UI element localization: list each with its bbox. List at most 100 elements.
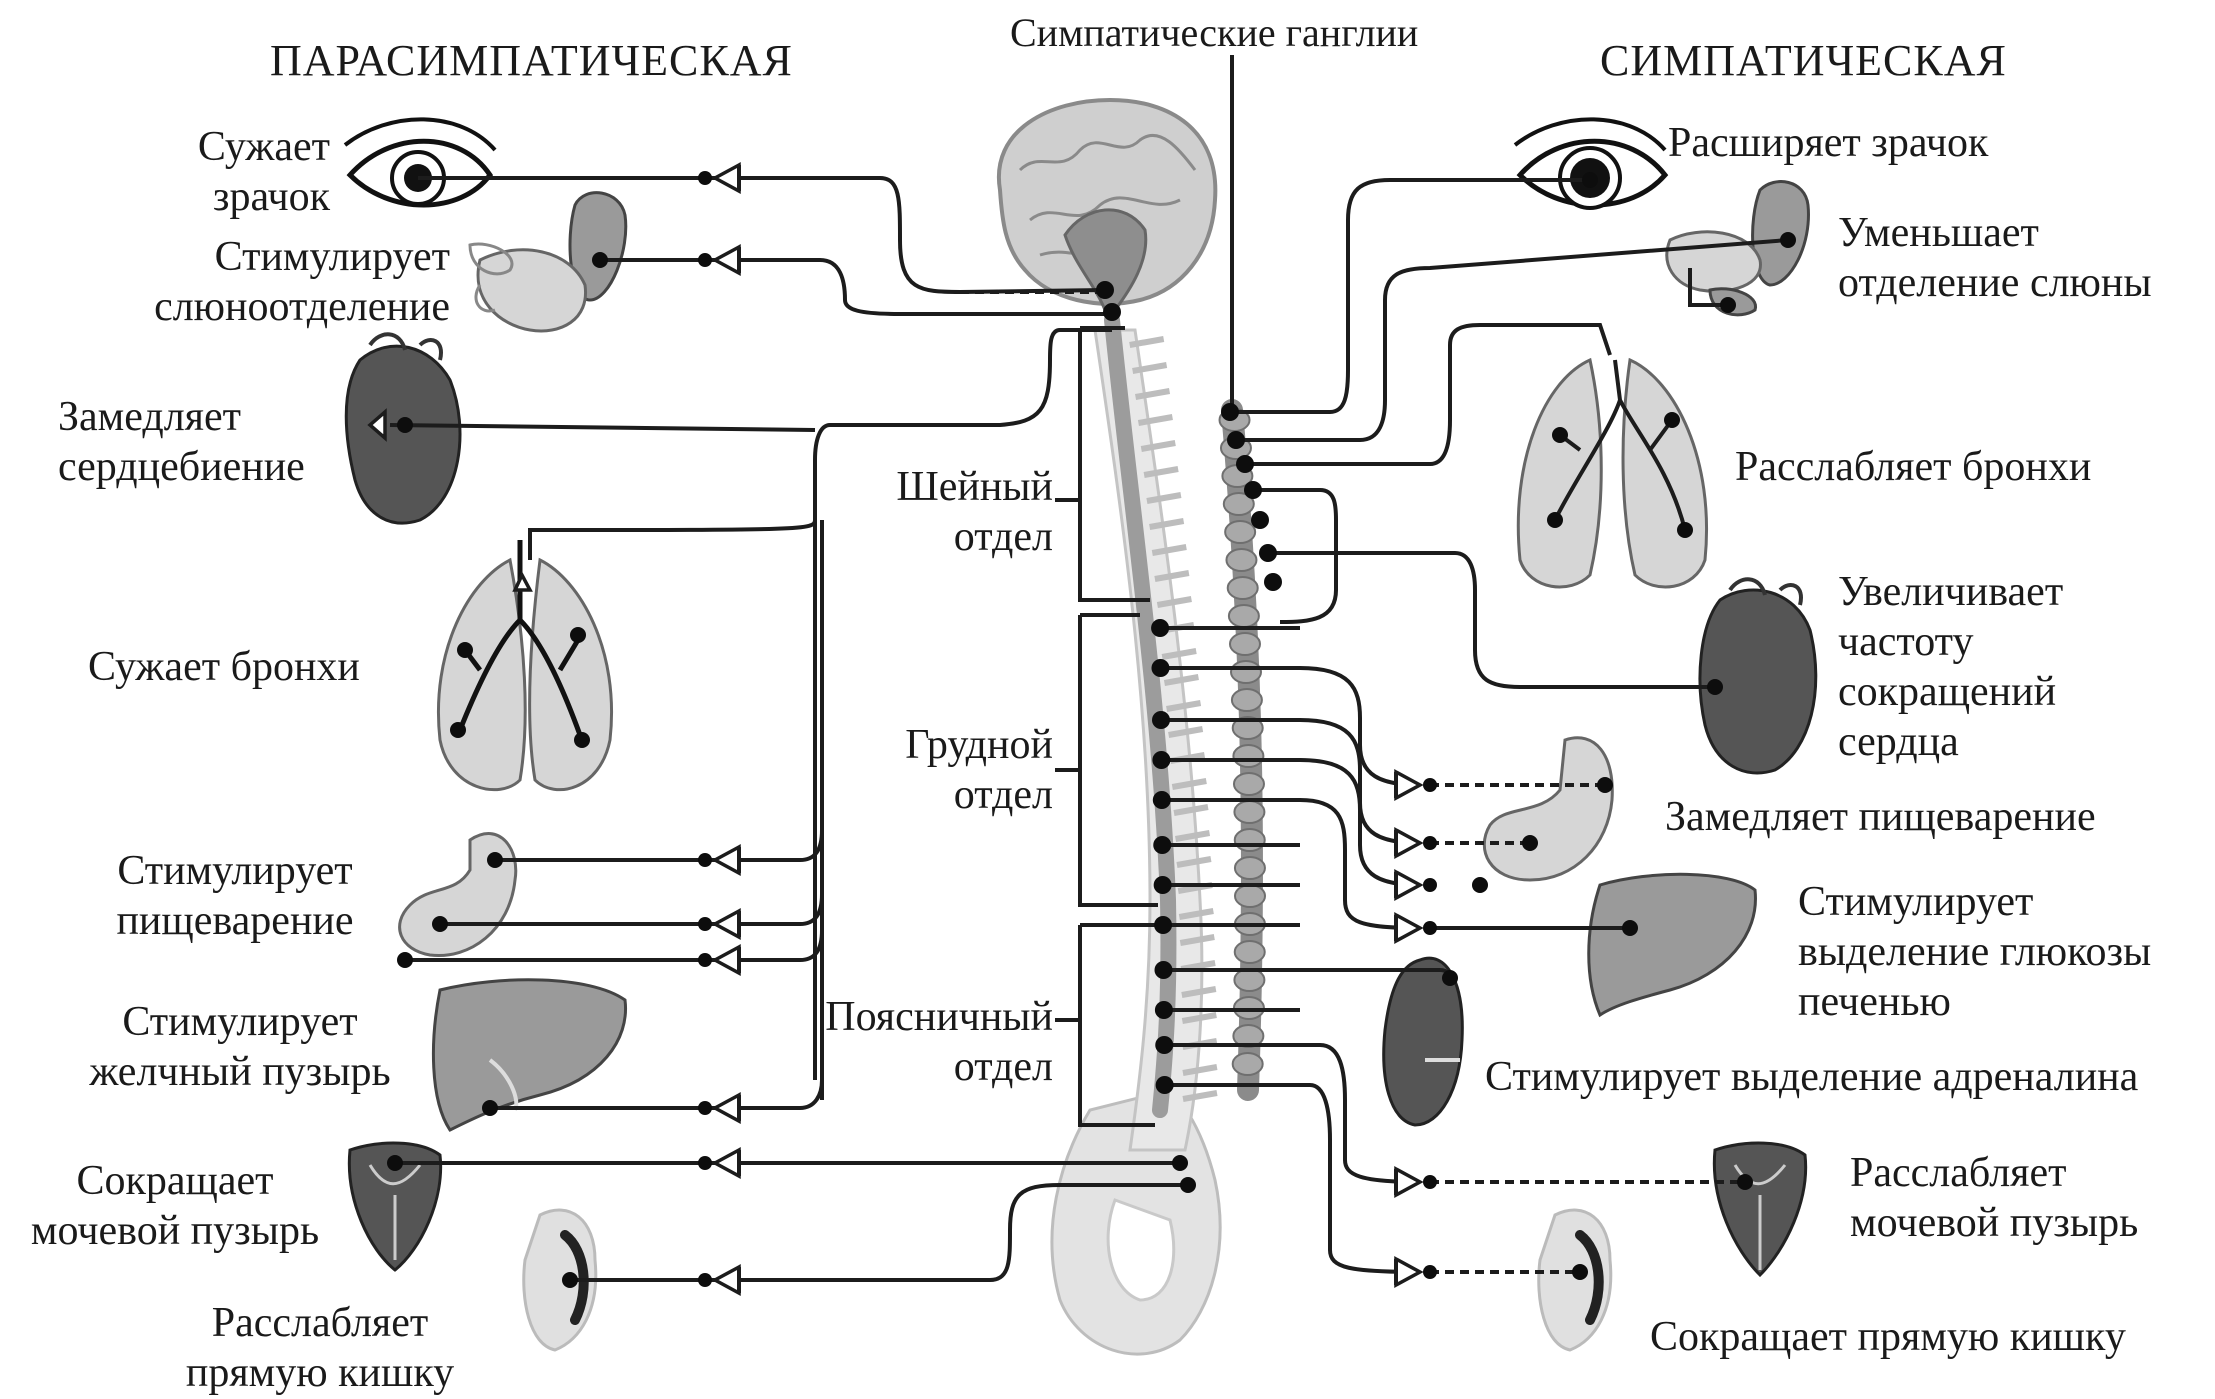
symp-stomach-target-1 xyxy=(1597,777,1613,793)
para-rectum-synapse-triangle xyxy=(715,1267,739,1293)
symp-bladder-target xyxy=(1737,1174,1753,1190)
para-digestion-synapse-1-triangle xyxy=(715,847,739,873)
spinal-column xyxy=(1095,320,1217,1150)
trunk-ganglion-4 xyxy=(1244,481,1262,499)
spinal-output-7 xyxy=(1154,876,1172,894)
symp-liver-synapse-dot xyxy=(1423,921,1437,935)
ganglion-bead-9 xyxy=(1230,633,1260,655)
right-saliva-label: Уменьшает отделение слюны xyxy=(1838,208,2152,308)
spinal-output-12 xyxy=(1156,1076,1174,1094)
symp-liver-synapse-triangle xyxy=(1396,915,1420,941)
right-heart-label: Увеличивает частоту сокращений сердца xyxy=(1838,567,2063,767)
right-stomach-icon xyxy=(1484,738,1612,880)
left-rectum-label: Расслабляет прямую кишку xyxy=(170,1298,470,1398)
right-bronchi-label: Расслабляет бронхи xyxy=(1735,442,2091,492)
brain xyxy=(999,100,1215,310)
symp-saliva-target-1 xyxy=(1780,232,1796,248)
right-lungs-icon xyxy=(1518,360,1706,587)
parasympathetic-header: ПАРАСИМПАТИЧЕСКАЯ xyxy=(270,35,793,86)
trunk-ganglion-6 xyxy=(1259,544,1277,562)
ganglion-bead-7 xyxy=(1228,577,1258,599)
symp-digestion-synapse-2-triangle xyxy=(1396,830,1420,856)
para-heart-target xyxy=(397,417,413,433)
spinal-output-3 xyxy=(1152,711,1170,729)
left-gallbladder-label: Стимулирует желчный пузырь xyxy=(40,997,440,1097)
para-saliva-target xyxy=(592,252,608,268)
ganglion-bead-13 xyxy=(1233,745,1263,767)
spinal-output-1 xyxy=(1151,619,1169,637)
trunk-ganglion-2 xyxy=(1227,431,1245,449)
sacral-nucleus-1 xyxy=(1172,1155,1188,1171)
left-bladder-label: Сокращает мочевой пузырь xyxy=(10,1156,340,1256)
right-bladder-label: Расслабляет мочевой пузырь xyxy=(1850,1148,2138,1248)
symp-rectum-synapse-triangle xyxy=(1396,1259,1420,1285)
symp-stomach-target-3 xyxy=(1472,877,1488,893)
para-lung-target-3 xyxy=(450,722,466,738)
symp-heart-target xyxy=(1707,679,1723,695)
ganglion-bead-5 xyxy=(1225,521,1255,543)
right-adrenaline-label: Стимулирует выделение адреналина xyxy=(1485,1052,2138,1102)
ganglion-bead-15 xyxy=(1234,801,1264,823)
symp-stomach-target-2 xyxy=(1522,835,1538,851)
right-rectum-icon xyxy=(1539,1210,1611,1350)
thoracic-section-label: Грудной отдел xyxy=(833,720,1053,820)
right-glucose-label: Стимулирует выделение глюкозы печенью xyxy=(1798,877,2151,1027)
symp-bladder-synapse-triangle xyxy=(1396,1169,1420,1195)
para-lung-target-2 xyxy=(570,627,586,643)
left-pupil-label: Сужает зрачок xyxy=(30,122,330,222)
symp-digestion-synapse-3-triangle xyxy=(1396,872,1420,898)
spinal-output-5 xyxy=(1153,791,1171,809)
para-digestion-synapse-3-triangle xyxy=(715,947,739,973)
para-gallbladder-target xyxy=(482,1100,498,1116)
trunk-ganglion-5 xyxy=(1251,511,1269,529)
ganglion-bead-24 xyxy=(1233,1053,1263,1075)
para-digestion-synapse-3-dot xyxy=(698,953,712,967)
para-eye-synapse-triangle xyxy=(715,165,739,191)
ganglion-bead-18 xyxy=(1235,885,1265,907)
brainstem-nucleus-2 xyxy=(1103,303,1121,321)
spinal-output-9 xyxy=(1155,961,1173,979)
para-digestion-pathway-1 xyxy=(495,830,822,860)
spinal-output-2 xyxy=(1151,659,1169,677)
para-stomach-target-3 xyxy=(397,952,413,968)
sympathetic-trunk xyxy=(1220,409,1265,1090)
sacral-nucleus-2 xyxy=(1180,1177,1196,1193)
para-gallbladder-synapse-dot xyxy=(698,1101,712,1115)
trunk-ganglion-3 xyxy=(1236,455,1254,473)
sympathetic-header: СИМПАТИЧЕСКАЯ xyxy=(1600,35,2007,86)
spinal-output-10 xyxy=(1155,1001,1173,1019)
spinal-output-8 xyxy=(1154,916,1172,934)
para-bladder-target xyxy=(387,1155,403,1171)
para-digestion-synapse-2-dot xyxy=(698,917,712,931)
para-lung-target-1 xyxy=(457,642,473,658)
right-liver-icon xyxy=(1589,874,1756,1015)
ganglion-bead-6 xyxy=(1226,549,1256,571)
ganglion-bead-11 xyxy=(1232,689,1262,711)
spinal-output-4 xyxy=(1152,751,1170,769)
symp-digestion-synapse-2-dot xyxy=(1423,836,1437,850)
lumbar-section-label: Поясничный отдел xyxy=(753,992,1053,1092)
para-rectum-synapse-dot xyxy=(698,1273,712,1287)
right-pupil-label: Расширяет зрачок xyxy=(1668,118,1988,168)
symp-adrenal-target xyxy=(1442,970,1458,986)
para-gallbladder-synapse-triangle xyxy=(715,1095,739,1121)
right-eye-icon xyxy=(1515,119,1665,208)
para-saliva-synapse-triangle xyxy=(715,247,739,273)
symp-eye-pathway xyxy=(1230,180,1590,412)
ganglion-bead-21 xyxy=(1234,969,1264,991)
para-lung-target-4 xyxy=(574,732,590,748)
para-stomach-target-1 xyxy=(487,852,503,868)
ganglion-bead-16 xyxy=(1235,829,1265,851)
cervical-section-label: Шейный отдел xyxy=(833,462,1053,562)
symp-bladder-synapse-dot xyxy=(1423,1175,1437,1189)
para-stomach-target-2 xyxy=(432,916,448,932)
left-digestion-label: Стимулирует пищеварение xyxy=(85,846,385,946)
symp-digestion-synapse-1-triangle xyxy=(1396,772,1420,798)
sympathetic-ganglia-label: Симпатические ганглии xyxy=(1010,8,1418,58)
brainstem-nucleus-1 xyxy=(1096,281,1114,299)
symp-lung-target-3 xyxy=(1547,512,1563,528)
para-saliva-synapse-dot xyxy=(698,253,712,267)
left-bronchi-label: Сужает бронхи xyxy=(88,642,360,692)
para-lungs-pathway xyxy=(530,520,815,560)
ganglion-bead-14 xyxy=(1234,773,1264,795)
